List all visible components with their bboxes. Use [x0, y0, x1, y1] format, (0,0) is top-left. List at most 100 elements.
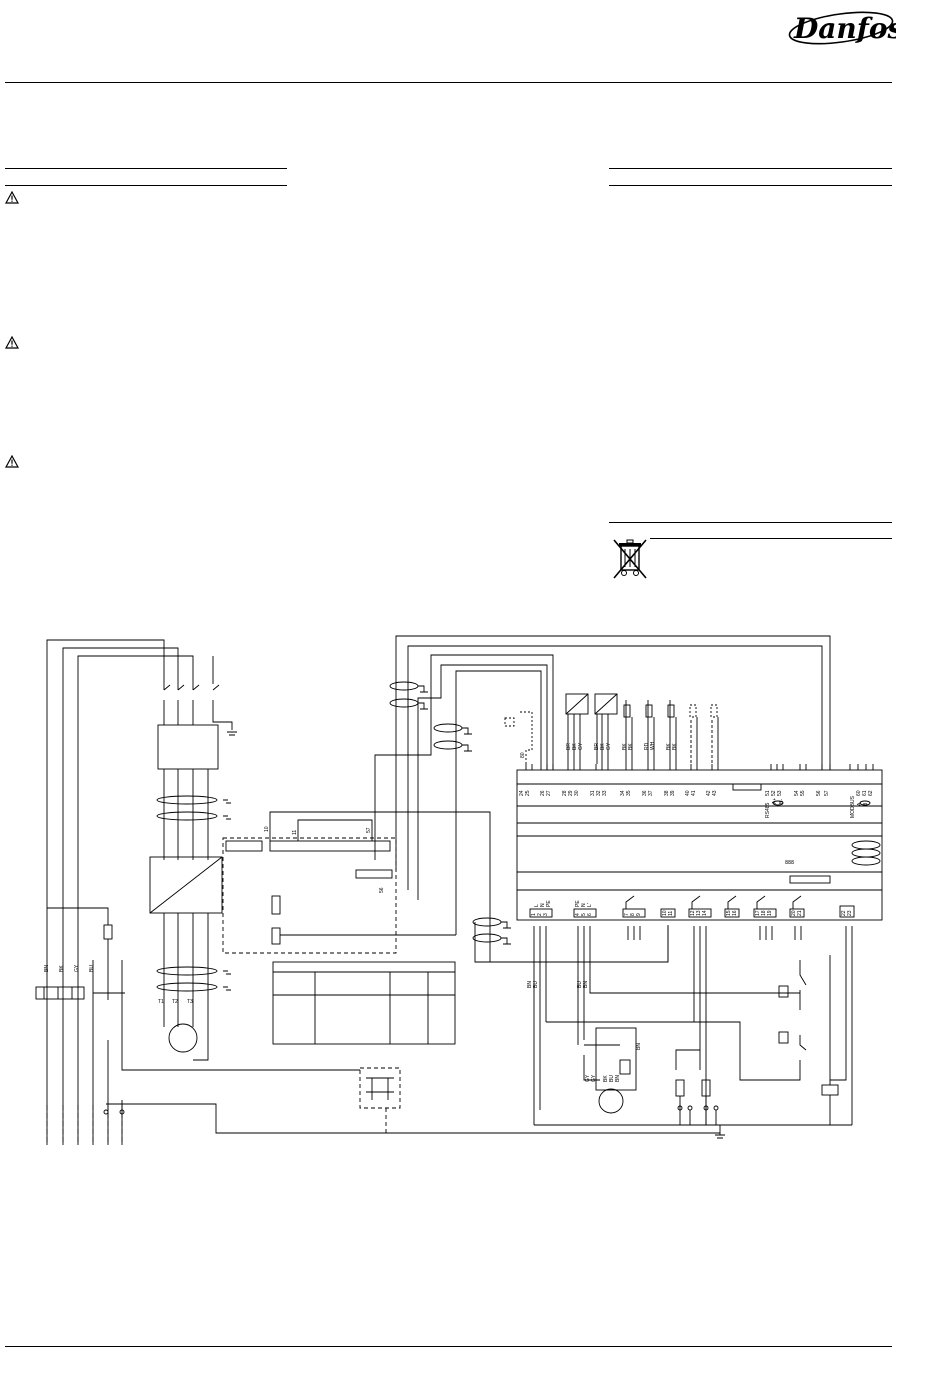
svg-text:10: 10 [264, 826, 270, 832]
svg-text:37: 37 [648, 790, 654, 796]
disposal-rule-bottom [650, 538, 892, 539]
svg-text:BK: BK [628, 743, 634, 750]
svg-text:54: 54 [794, 790, 800, 796]
svg-text:RD: RD [644, 742, 650, 750]
svg-text:888: 888 [785, 860, 794, 866]
svg-text:BN: BN [615, 1075, 621, 1082]
svg-text:BK: BK [672, 743, 678, 750]
right-section-rule-bottom [609, 185, 892, 186]
svg-text:27: 27 [546, 790, 552, 796]
svg-text:33: 33 [602, 790, 608, 796]
svg-text:BK: BK [666, 743, 672, 750]
svg-text:53: 53 [777, 790, 783, 796]
svg-text:BR: BR [566, 743, 572, 750]
svg-text:GY: GY [606, 742, 612, 750]
svg-text:35: 35 [626, 790, 632, 796]
svg-text:31: 31 [590, 790, 596, 796]
svg-text:BU: BU [533, 981, 539, 988]
svg-text:56: 56 [816, 790, 822, 796]
svg-text:WH: WH [650, 741, 656, 750]
weee-crossed-bin-icon [613, 539, 647, 579]
warning-icon [5, 455, 19, 468]
svg-text:38: 38 [664, 790, 670, 796]
svg-text:18: 18 [761, 910, 767, 916]
svg-text:26: 26 [540, 790, 546, 796]
svg-text:22: 22 [841, 910, 847, 916]
left-section-rule-top [5, 168, 287, 169]
svg-text:24: 24 [519, 790, 525, 796]
svg-text:BK: BK [59, 965, 65, 972]
svg-text:39: 39 [670, 790, 676, 796]
left-section-rule-bottom [5, 185, 287, 186]
svg-text:17: 17 [755, 910, 761, 916]
svg-text:80: 80 [520, 752, 526, 758]
svg-text:BN: BN [636, 1043, 642, 1050]
svg-text:B: B [863, 802, 869, 806]
svg-text:BU: BU [89, 965, 95, 972]
svg-text:15: 15 [726, 910, 732, 916]
svg-text:57: 57 [824, 790, 830, 796]
svg-text:21: 21 [797, 910, 803, 916]
svg-text:L: L [534, 904, 540, 907]
svg-text:57: 57 [366, 827, 372, 833]
svg-text:BK: BK [600, 743, 606, 750]
svg-text:28: 28 [562, 790, 568, 796]
svg-text:29: 29 [568, 790, 574, 796]
svg-text:4: 4 [575, 913, 581, 916]
svg-text:L': L' [587, 903, 593, 907]
svg-text:34: 34 [620, 790, 626, 796]
svg-text:PE: PE [546, 900, 552, 907]
warning-icon [5, 191, 19, 204]
svg-text:GY: GY [578, 742, 584, 750]
svg-text:GY: GY [74, 964, 80, 972]
svg-text:3: 3 [543, 913, 549, 916]
svg-text:52: 52 [771, 790, 777, 796]
right-section-rule-top [609, 168, 892, 169]
svg-text:19: 19 [767, 910, 773, 916]
svg-text:16: 16 [732, 910, 738, 916]
svg-text:2: 2 [537, 913, 543, 916]
svg-text:BK: BK [572, 743, 578, 750]
svg-text:20: 20 [791, 910, 797, 916]
svg-text:14: 14 [702, 910, 708, 916]
svg-text:BN: BN [527, 981, 533, 988]
svg-text:GY: GY [585, 1074, 591, 1082]
svg-text:62: 62 [868, 790, 874, 796]
svg-text:Danfoss: Danfoss [793, 12, 896, 45]
svg-text:10: 10 [662, 910, 668, 916]
svg-text:BU: BU [609, 1075, 615, 1082]
svg-text:BK: BK [603, 1075, 609, 1082]
svg-text:56: 56 [379, 887, 385, 893]
svg-text:42: 42 [706, 790, 712, 796]
svg-text:N: N [540, 903, 546, 907]
svg-text:T1: T1 [158, 999, 164, 1005]
svg-text:T2: T2 [172, 999, 178, 1005]
svg-text:23: 23 [847, 910, 853, 916]
svg-text:61: 61 [862, 790, 868, 796]
svg-text:30: 30 [574, 790, 580, 796]
svg-text:41: 41 [691, 790, 697, 796]
svg-text:55: 55 [800, 790, 806, 796]
svg-text:MODBUS: MODBUS [850, 795, 856, 818]
disposal-rule-top [609, 522, 892, 523]
svg-text:40: 40 [685, 790, 691, 796]
svg-text:PE: PE [575, 900, 581, 907]
svg-text:1: 1 [531, 913, 537, 916]
svg-text:N: N [581, 903, 587, 907]
svg-text:BN: BN [44, 965, 50, 972]
svg-text:5: 5 [581, 913, 587, 916]
header-rule [5, 82, 892, 83]
svg-text:T3: T3 [187, 999, 193, 1005]
svg-text:13: 13 [696, 910, 702, 916]
svg-text:32: 32 [596, 790, 602, 796]
svg-text:11: 11 [668, 911, 674, 916]
svg-text:60: 60 [856, 790, 862, 796]
svg-text:11: 11 [292, 830, 298, 835]
svg-text:RS485: RS485 [765, 802, 771, 818]
svg-text:6: 6 [587, 913, 593, 916]
svg-text:BK: BK [622, 743, 628, 750]
svg-text:BU: BU [577, 981, 583, 988]
svg-text:9: 9 [636, 913, 642, 916]
svg-text:8: 8 [630, 913, 636, 916]
